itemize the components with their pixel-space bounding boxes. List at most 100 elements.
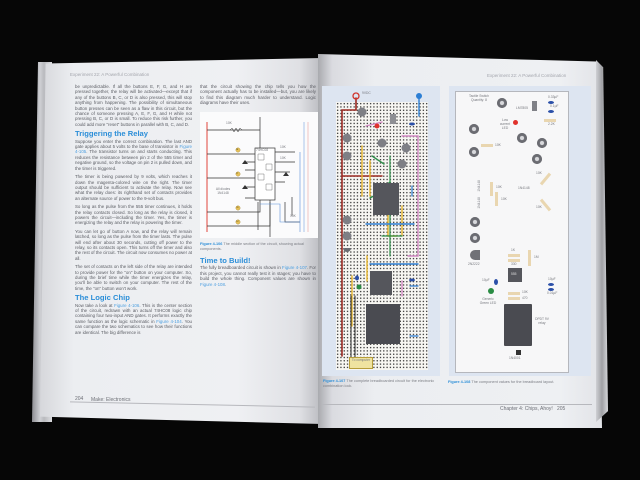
label-r2: 10K — [495, 143, 501, 147]
label-r1: 2.2K — [548, 122, 555, 126]
right-footer-chapter: Chapter 4: Chips, Ahoy! — [500, 406, 553, 412]
capacitor-icon — [548, 101, 554, 104]
label-d3: 1N4148 — [477, 197, 481, 209]
label-c5: 0.01µF — [547, 291, 558, 295]
resistor-icon — [528, 250, 531, 266]
left-column-2-build: Time to Build! The fully breadboarded ci… — [200, 254, 316, 290]
label-green-led: Generic Green LED — [479, 297, 497, 305]
label: 10K — [280, 145, 286, 149]
schematic-drawing — [206, 117, 309, 237]
label-r3: 10K — [536, 171, 542, 175]
figure-4-107-caption: Figure 4-107 The complete breadboarded c… — [323, 379, 435, 388]
diode-icon — [516, 350, 521, 355]
left-column-1: be unpredictable. If all the buttons E, … — [75, 84, 192, 338]
button-label: H — [236, 220, 239, 223]
figure-link[interactable]: Figure 4-108 — [200, 281, 225, 287]
label-r8: 330 — [511, 262, 517, 266]
label: 10K — [226, 121, 232, 125]
label-r9: 1M — [534, 255, 539, 259]
label-c1: 0.33µF — [548, 95, 559, 99]
tactile-switch-icon — [532, 154, 542, 164]
label-c3: 10µF — [482, 278, 490, 282]
power-label: 9VDC — [362, 91, 371, 95]
to-computer-box: To computer — [349, 357, 373, 369]
resistor-icon — [490, 182, 493, 196]
tactile-switch-icon — [537, 138, 547, 148]
paragraph: The timer is being powered by 9 volts, w… — [75, 174, 192, 201]
breadboard-wiring — [341, 92, 422, 363]
page-stack-right — [596, 60, 608, 422]
label-c4: 10µF — [548, 277, 556, 281]
tactile-switch-icon — [497, 98, 507, 108]
heading-triggering-the-relay: Triggering the Relay — [75, 129, 149, 139]
label-c2: 0.1µF — [550, 104, 559, 108]
label: 10K — [290, 214, 296, 218]
left-column-2-intro: that the circuit showing the chip tells … — [200, 84, 316, 106]
capacitor-icon — [548, 288, 554, 291]
resistor-icon — [508, 297, 520, 300]
label-d2: 1N4148 — [477, 180, 481, 192]
capacitor-icon — [548, 283, 554, 286]
figure-link[interactable]: Figure 4-107 — [282, 265, 307, 271]
figure-4-108-caption: Figure 4-108 The component values for th… — [448, 380, 555, 384]
label-transistor: 2N2222 — [468, 262, 480, 266]
paragraph: Now take a look at Figure 4-106. This is… — [75, 302, 192, 335]
resistor-icon — [508, 259, 520, 262]
label-r10: 10K — [522, 290, 528, 294]
transistor-icon — [470, 250, 480, 260]
label: 10K — [280, 156, 286, 160]
tactile-switch-icon — [470, 233, 480, 243]
label-lm7805: LM7805 — [516, 106, 528, 110]
left-footer-title: Make: Electronics — [91, 397, 131, 403]
regulator-icon — [532, 101, 537, 111]
tactile-switch-icon — [517, 133, 527, 143]
capacitor-icon — [548, 110, 554, 113]
green-led-icon — [488, 288, 494, 294]
label-555: 555 — [511, 272, 517, 276]
figure-4-106-caption: Figure 4-106 The middle section of the c… — [200, 242, 304, 251]
right-footer-rule — [322, 404, 592, 405]
label-r7: 1K — [511, 248, 516, 252]
label-r5: 10K — [496, 185, 502, 189]
resistor-icon — [481, 144, 493, 147]
paragraph: The set of contacts on the left side of … — [75, 264, 192, 291]
figure-link[interactable]: Figure 4-104 — [156, 318, 182, 324]
button-label: F — [236, 172, 239, 175]
left-running-head: Experiment 22: A Powerful Combination — [70, 72, 150, 77]
label-r4: 10K — [536, 205, 542, 209]
left-page-number: 204 — [75, 396, 84, 402]
button-label: E — [236, 148, 239, 151]
heading-time-to-build: Time to Build! — [200, 256, 251, 265]
capacitor-icon — [494, 279, 498, 285]
heading-the-logic-chip: The Logic Chip — [75, 293, 130, 303]
timer-chip-icon — [508, 268, 522, 282]
paragraph: The fully breadboarded circuit is shown … — [200, 265, 316, 287]
figure-link[interactable]: Figure 4-106 — [114, 302, 140, 308]
paragraph: You can let go of button A now, and the … — [75, 228, 192, 261]
right-page-number: 205 — [557, 406, 566, 412]
relay-icon — [504, 304, 532, 346]
label: All diodes 1N4148 — [215, 187, 231, 195]
button-label: G — [236, 206, 239, 209]
label-relay: DPDT 9V relay — [535, 317, 549, 325]
label-d4: 1N4001 — [509, 356, 521, 360]
paragraph: be unpredictable. If all the buttons E, … — [75, 84, 192, 127]
component-layout-figure: Tactile Switch Quantity: 8 LM7805 0.33µF… — [449, 86, 591, 376]
red-led-icon — [513, 120, 518, 125]
schematic-figure: 10K 74HC08 10K 10K All diodes 1N4148 10K… — [200, 112, 318, 238]
tactile-switch-icon — [469, 147, 479, 157]
label-tactile-switch: Tactile Switch Quantity: 8 — [469, 94, 489, 102]
right-running-head: Experiment 22: A Powerful Combination — [487, 73, 567, 78]
breadboard-figure: 9VDC To computer — [322, 86, 440, 376]
label-r6: 10K — [501, 197, 507, 201]
resistor-icon — [495, 192, 498, 206]
figure-link[interactable]: Figure 4-105 — [75, 144, 192, 155]
paragraph: So long as the pulse from the 555 timer … — [75, 204, 192, 226]
label-r11: 470 — [522, 296, 528, 300]
tactile-switch-icon — [469, 124, 479, 134]
label: 74HC08 — [256, 148, 269, 152]
paragraph: Suppose you enter the correct combinatio… — [75, 138, 192, 171]
resistor-icon — [508, 254, 520, 257]
layout-panel: Tactile Switch Quantity: 8 LM7805 0.33µF… — [455, 91, 569, 373]
resistor-icon — [508, 292, 520, 295]
